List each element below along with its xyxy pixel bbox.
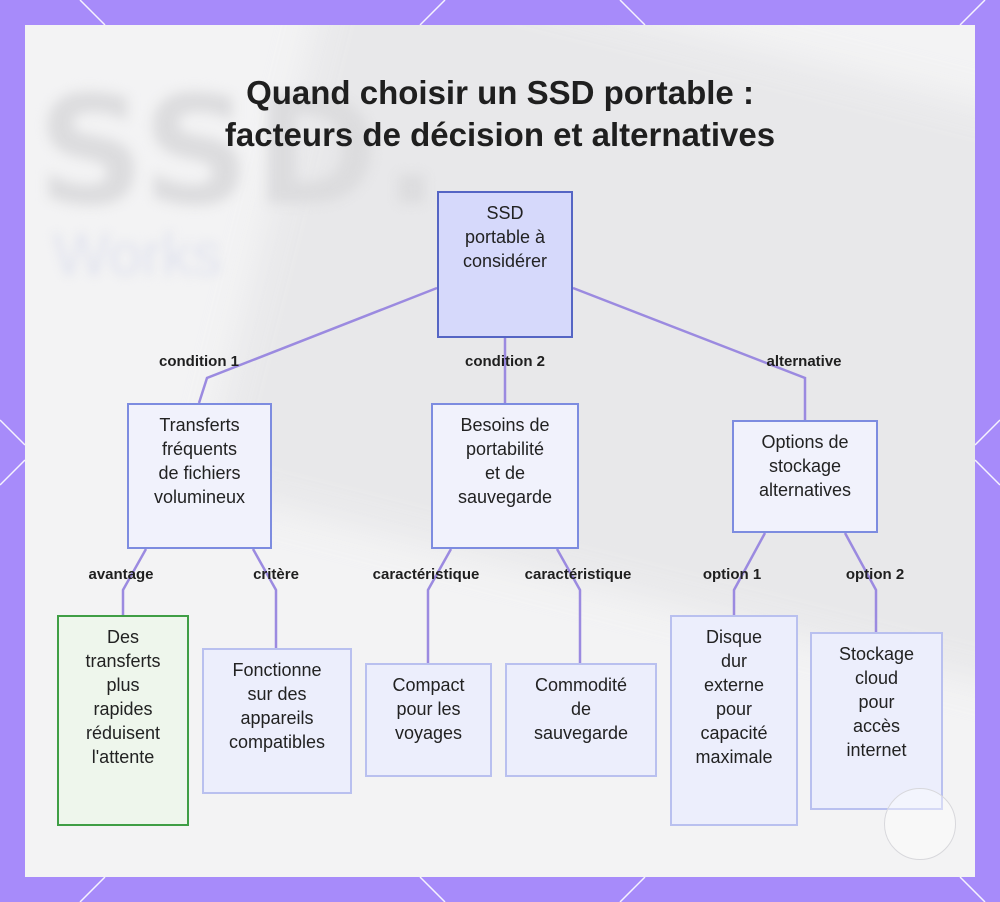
edge-caracteristique2 [555, 548, 582, 663]
logo-watermark-icon [884, 788, 956, 860]
node-text: Compact [392, 675, 465, 695]
edge-label-option1: option 1 [702, 566, 762, 583]
node-text: transferts [85, 651, 161, 671]
edge-alternative [572, 286, 807, 420]
edge-label-condition1: condition 1 [159, 353, 239, 370]
edge-label-option2: option 2 [845, 566, 905, 583]
node-text: plus [106, 675, 140, 695]
node-disque-dur-externe: Disque dur externe pour capacité maximal… [670, 615, 798, 826]
node-text: externe [703, 675, 765, 695]
node-options-stockage: Options de stockage alternatives [732, 420, 878, 533]
background-watermark-word: SSD. [37, 65, 444, 239]
node-text: Disque [705, 627, 763, 647]
node-text: accès [852, 716, 901, 736]
node-text: Transferts [159, 415, 240, 435]
node-text: pour les [396, 699, 461, 719]
node-besoins-portabilite: Besoins de portabilité et de sauvegarde [431, 403, 579, 549]
diagram-title-line2: facteurs de décision et alternatives [224, 116, 776, 153]
background-watermark-sub: Works [53, 221, 222, 288]
edge-label-caracteristique-1: caractéristique [372, 566, 480, 583]
node-text: réduisent [85, 723, 161, 743]
edge-option1 [732, 532, 767, 615]
node-text: fréquents [161, 439, 238, 459]
edge-avantage [121, 548, 148, 615]
node-text: sauvegarde [457, 487, 553, 507]
edge-option2 [843, 532, 878, 632]
node-text: et de [484, 463, 526, 483]
node-commodite-sauvegarde: Commodité de sauvegarde [505, 663, 657, 777]
node-text: Commodité [534, 675, 627, 695]
node-text: sur des [247, 684, 307, 704]
node-text: alternatives [758, 480, 852, 500]
node-fonctionne-appareils: Fonctionne sur des appareils compatibles [202, 648, 352, 794]
node-text: appareils [240, 708, 314, 728]
node-text: Besoins de [460, 415, 550, 435]
edge-label-caracteristique-2: caractéristique [524, 566, 632, 583]
node-text: portable à [464, 227, 546, 247]
node-text: de fichiers [158, 463, 241, 483]
node-text: rapides [93, 699, 153, 719]
node-text: compatibles [228, 732, 326, 752]
edge-condition1 [197, 286, 438, 404]
node-text: capacité [700, 723, 768, 743]
edge-label-alternative: alternative [766, 353, 842, 370]
node-text: volumineux [153, 487, 246, 507]
node-compact-voyages: Compact pour les voyages [365, 663, 492, 777]
edge-label-condition2: condition 2 [465, 353, 545, 370]
node-text: cloud [854, 668, 899, 688]
node-text: dur [720, 651, 747, 671]
node-text: de [570, 699, 591, 719]
node-text: Des [106, 627, 139, 647]
node-stockage-cloud: Stockage cloud pour accès internet [810, 632, 943, 810]
node-transferts-frequents: Transferts fréquents de fichiers volumin… [127, 403, 272, 549]
node-text: maximale [695, 747, 773, 767]
node-text: considérer [462, 251, 548, 271]
node-text: stockage [768, 456, 842, 476]
edge-label-critere: critère [253, 566, 299, 583]
node-text: sauvegarde [533, 723, 629, 743]
node-text: pour [715, 699, 753, 719]
diagram-title-line1: Quand choisir un SSD portable : [246, 74, 754, 111]
node-text: SSD [486, 203, 524, 223]
node-text: pour [858, 692, 895, 712]
edge-label-avantage: avantage [88, 566, 154, 583]
node-text: Options de [761, 432, 849, 452]
node-text: l'attente [91, 747, 155, 767]
node-text: portabilité [465, 439, 545, 459]
edge-caracteristique1 [426, 548, 453, 663]
node-text: Stockage [838, 644, 915, 664]
edge-critere [251, 548, 278, 648]
node-transferts-rapides: Des transferts plus rapides réduisent l'… [57, 615, 189, 826]
node-text: voyages [394, 723, 463, 743]
node-text: Fonctionne [232, 660, 322, 680]
node-ssd-portable: SSD portable à considérer [437, 191, 573, 338]
node-text: internet [846, 740, 907, 760]
